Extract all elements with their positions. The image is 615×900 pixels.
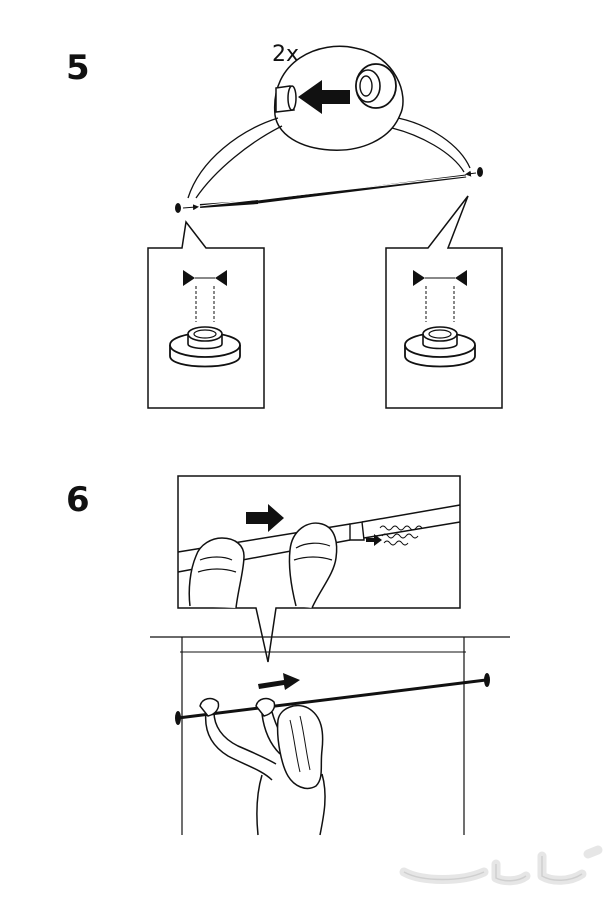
left-detail-panel [147,220,265,409]
tube-end-icon [275,85,297,113]
insert-arrow-icon [298,80,350,114]
right-detail-panel [385,195,503,409]
room-outline [150,636,510,835]
step6-detail-panel [177,475,461,663]
step-number-5: 5 [66,48,90,88]
end-cap-icon [355,63,397,109]
person-figure [199,697,326,836]
step-number-6: 6 [66,480,90,520]
step5-detail-bubble [187,45,471,199]
rod-step6 [175,673,490,725]
watermark-logo [399,845,603,886]
rod-step5 [175,167,483,213]
